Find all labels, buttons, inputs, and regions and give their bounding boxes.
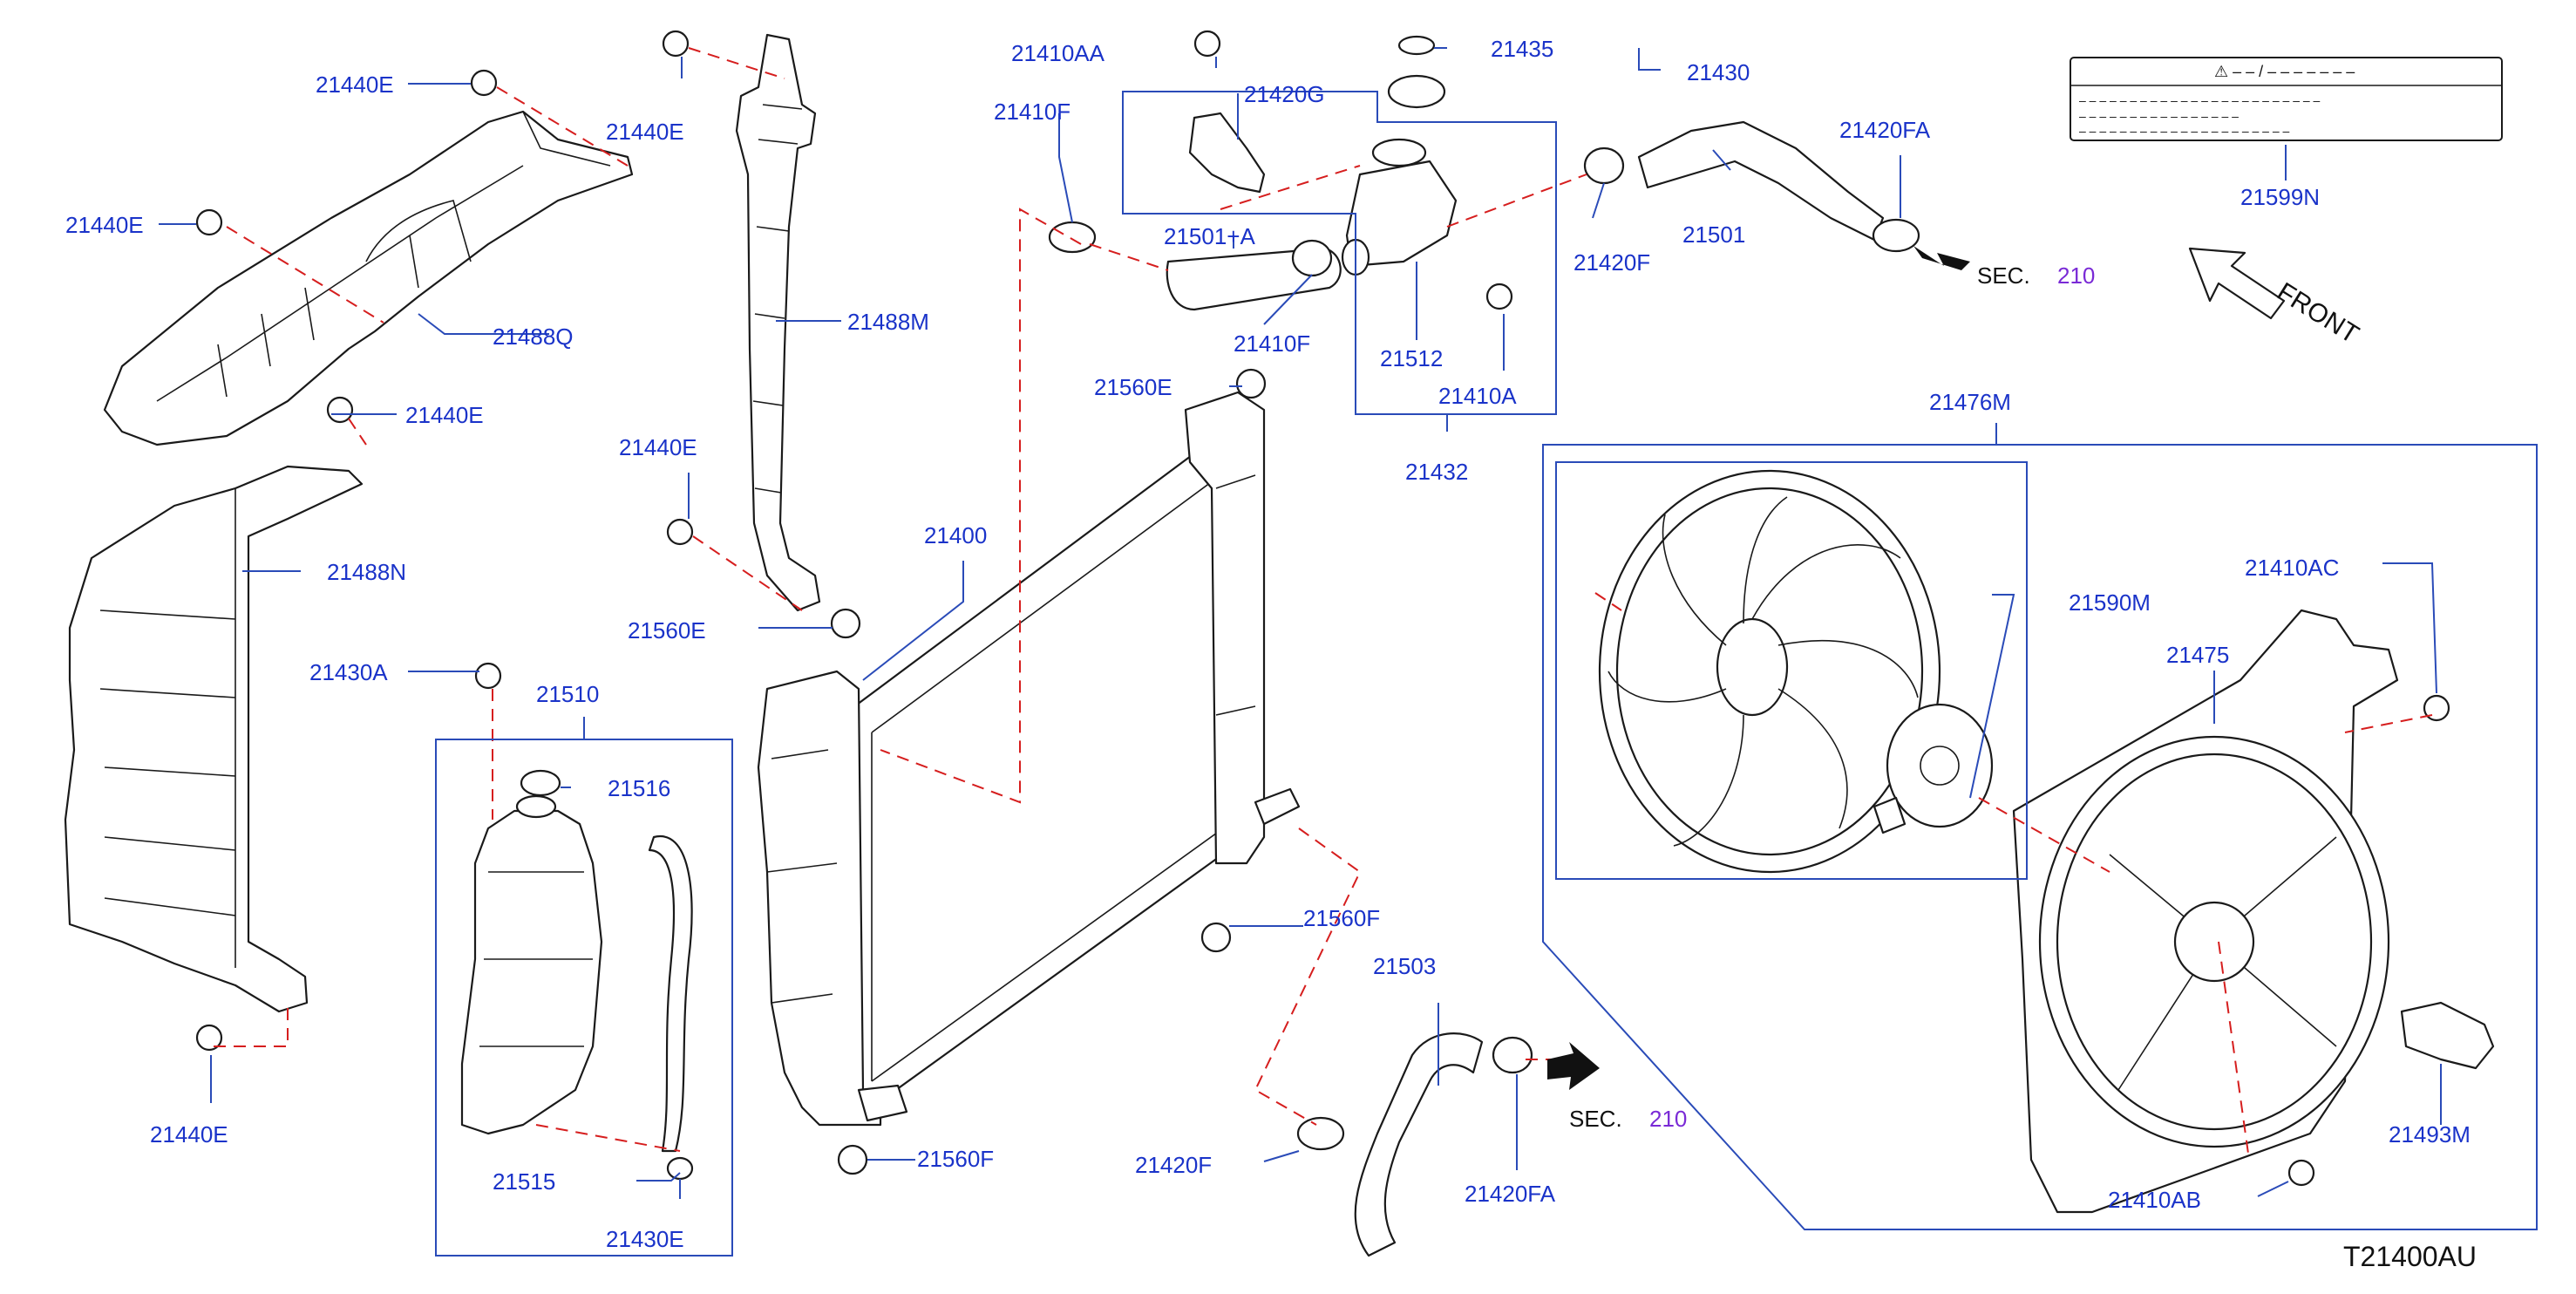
section-arrows (1547, 246, 1970, 1090)
part-label: 21410F (994, 99, 1071, 125)
air-guide-21488m (735, 33, 821, 612)
part-label: 21430A (309, 659, 388, 685)
cap-21430 (1387, 74, 1446, 109)
part-label: 21430 (1687, 59, 1750, 85)
part-label: 21440E (316, 72, 394, 98)
label-plate-heading: ⚠ – – / – – – – – – – (2214, 63, 2355, 80)
part-label: 21512 (1380, 345, 1443, 371)
lower-hose-21503 (1354, 1032, 1484, 1257)
part-label: 21400 (924, 522, 987, 548)
section-number: 210 (1649, 1106, 1687, 1132)
part-label: 21420G (1244, 81, 1325, 107)
fan-motor (1873, 703, 1994, 834)
front-label: FRONT (2272, 277, 2363, 350)
air-guide-21488q (103, 110, 634, 446)
reservoir-cap-21516 (520, 769, 561, 797)
part-label: 21475 (2166, 642, 2229, 668)
part-label: 21599N (2240, 184, 2320, 210)
part-labels: 21440E 21440E 21440E 21440E 21440E 21440… (65, 36, 2471, 1252)
hose-clamps (666, 146, 1920, 1181)
part-label: 21440E (150, 1121, 228, 1148)
part-label: 21488M (847, 309, 929, 335)
part-label: 21430E (606, 1226, 684, 1252)
part-label: 21440E (606, 119, 684, 145)
part-label: 21410AB (2108, 1187, 2201, 1213)
label-plate-line-3: – – – – – – – – – – – – – – – – – – – – … (2079, 124, 2290, 138)
section-prefix: SEC. (1977, 262, 2030, 289)
part-label: 21420F (1573, 249, 1650, 276)
fan-blade-21590m (1598, 469, 1941, 874)
diagram-code: T21400AU (2343, 1241, 2477, 1272)
part-label: 21420FA (1465, 1181, 1556, 1207)
section-number: 210 (2057, 262, 2095, 289)
part-label: 21560F (1303, 905, 1380, 931)
part-label: 21503 (1373, 953, 1436, 979)
part-label: 21476M (1929, 389, 2011, 415)
label-plate-line-2: – – – – – – – – – – – – – – – – (2079, 109, 2239, 123)
part-label: 21510 (536, 681, 599, 707)
part-label: 21435 (1491, 36, 1553, 62)
leader-lines (159, 47, 2538, 1257)
part-label: 21420FA (1839, 117, 1931, 143)
reservoir-tank-21510 (460, 794, 693, 1153)
part-label: 21515 (493, 1168, 555, 1195)
part-label: 21410AA (1011, 40, 1105, 66)
part-label: 21516 (608, 775, 670, 801)
label-plate-line-1: – – – – – – – – – – – – – – – – – – – – … (2079, 93, 2321, 107)
part-label: 21432 (1405, 459, 1468, 485)
seal-21435 (1397, 35, 1436, 56)
section-prefix: SEC. (1569, 1106, 1622, 1132)
part-label: 21560E (1094, 374, 1172, 400)
section-references: SEC. 210 SEC. 210 (1569, 262, 2095, 1132)
thermostat-housing-21512 (1341, 138, 1458, 276)
front-arrow (2188, 247, 2286, 320)
part-label: 21488Q (493, 324, 574, 350)
part-label: 21440E (619, 434, 697, 460)
part-label: 21410A (1438, 383, 1517, 409)
part-label: 21501+A (1164, 223, 1255, 249)
label-plate-21599n: ⚠ – – / – – – – – – – – – – – – – – – – … (2070, 57, 2503, 141)
part-label: 21501 (1682, 221, 1745, 248)
resistor-21493m (2400, 1001, 2495, 1070)
part-label: 21560F (917, 1146, 994, 1172)
part-label: 21410AC (2245, 555, 2339, 581)
part-label: 21440E (405, 402, 484, 428)
assembly-lines (214, 47, 2433, 1161)
part-label: 21590M (2069, 589, 2151, 616)
part-label: 21420F (1135, 1152, 1212, 1178)
part-label: 21410F (1234, 330, 1310, 357)
part-label: 21560E (628, 617, 706, 644)
radiator-21400 (757, 391, 1301, 1127)
part-label: 21493M (2389, 1121, 2471, 1148)
part-label: 21440E (65, 212, 144, 238)
air-guide-21488n (64, 465, 364, 1013)
fan-shroud-21475 (2012, 609, 2399, 1214)
fasteners (195, 30, 2450, 1187)
bracket-21420g (1188, 112, 1266, 194)
part-label: 21488N (327, 559, 406, 585)
